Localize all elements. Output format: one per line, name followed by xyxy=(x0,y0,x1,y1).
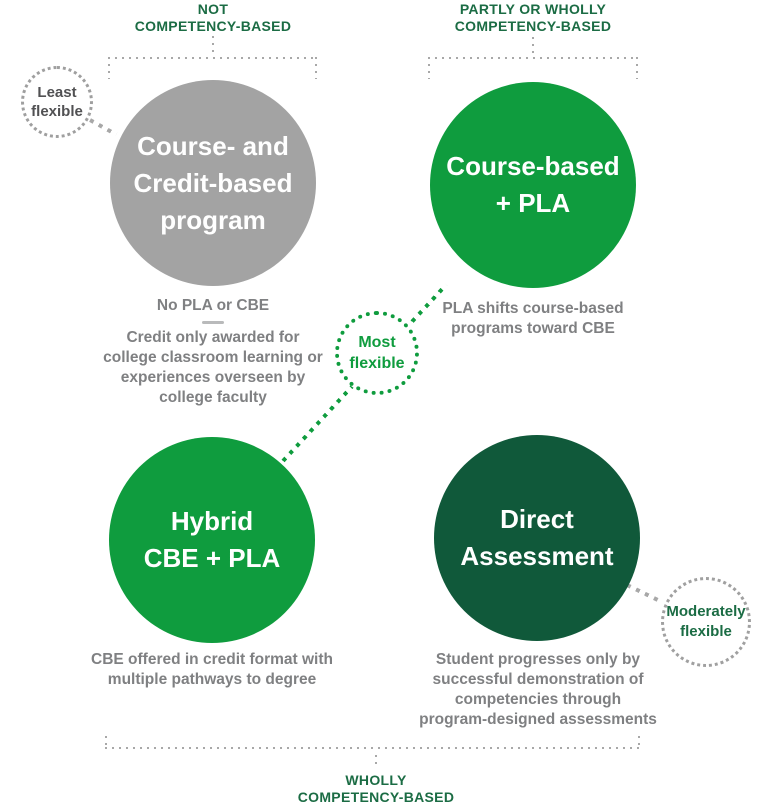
dotted-tick-top-right xyxy=(532,37,534,53)
badge-most-flexible: Most flexible xyxy=(335,311,419,395)
dotted-bracket-top-right-end-right xyxy=(636,57,638,79)
header-wholly-competency-based: WHOLLY COMPETENCY-BASED xyxy=(297,772,455,805)
header-partly-or-wholly-competency-based: PARTLY OR WHOLLY COMPETENCY-BASED xyxy=(454,1,612,34)
dotted-bracket-bottom-end-left xyxy=(105,736,107,747)
caption-course-credit-body: Credit only awarded for college classroo… xyxy=(103,329,323,406)
dotted-bracket-top-left-end-left xyxy=(108,57,110,79)
caption-divider xyxy=(202,321,224,324)
dotted-bracket-top-right-end-left xyxy=(428,57,430,79)
circle-course-pla-title: Course-based + PLA xyxy=(446,151,620,218)
badge-most-flexible-label: Most flexible xyxy=(349,334,405,372)
badge-moderately-flexible-label: Moderately flexible xyxy=(666,603,746,640)
circle-hybrid-title: Hybrid CBE + PLA xyxy=(143,506,281,573)
badge-least-flexible: Least flexible xyxy=(21,66,93,138)
circle-course-credit-title: Course- and Credit-based program xyxy=(133,130,293,235)
dotted-bracket-bottom xyxy=(105,747,640,749)
dotted-tick-top-left xyxy=(212,36,214,53)
badge-moderately-flexible: Moderately flexible xyxy=(661,577,751,667)
caption-course-pla: PLA shifts course-based programs toward … xyxy=(442,300,624,337)
dotted-tick-bottom xyxy=(375,755,377,769)
caption-hybrid: CBE offered in credit format with multip… xyxy=(91,651,333,688)
circle-hybrid-cbe-pla: Hybrid CBE + PLA xyxy=(109,437,315,643)
circle-course-based-pla: Course-based + PLA xyxy=(430,82,636,288)
circle-direct-assessment: Direct Assessment xyxy=(434,435,640,641)
caption-course-credit-heading: No PLA or CBE xyxy=(156,297,270,314)
dotted-bracket-top-right xyxy=(428,57,638,59)
dotted-bracket-bottom-end-right xyxy=(638,736,640,747)
dotted-bracket-top-left xyxy=(108,57,317,59)
connector-least-flexible xyxy=(89,118,118,137)
connector-moderately-flexible xyxy=(626,583,662,604)
caption-direct-assessment: Student progresses only by successful de… xyxy=(419,651,657,728)
circle-direct-assessment-title: Direct Assessment xyxy=(460,504,614,571)
caption-course-credit: No PLA or CBE Credit only awarded for co… xyxy=(88,296,338,408)
circle-course-credit-based-program: Course- and Credit-based program xyxy=(110,80,316,286)
header-not-competency-based: NOT COMPETENCY-BASED xyxy=(134,1,292,34)
badge-least-flexible-label: Least flexible xyxy=(31,84,83,120)
dotted-bracket-top-left-end-right xyxy=(315,57,317,79)
